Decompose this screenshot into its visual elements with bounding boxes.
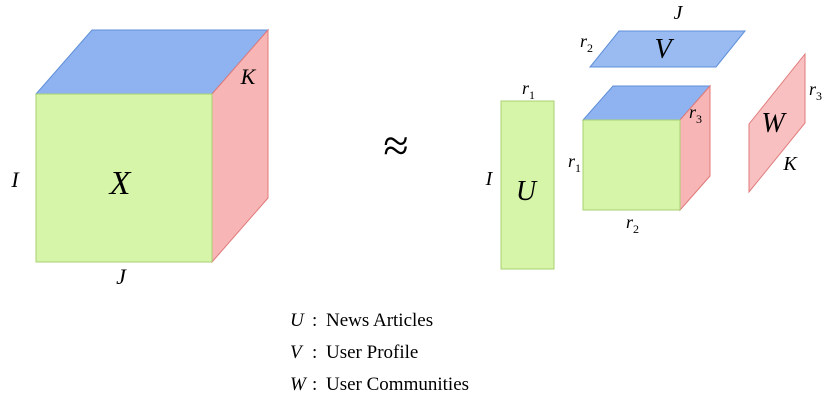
factor-u-cols-base: r [522, 78, 530, 98]
core-front-face [582, 119, 681, 211]
core-right-label: r3 [689, 102, 702, 126]
factor-w-rows-sub: 3 [816, 89, 822, 103]
legend-item: V : User Profile [290, 342, 418, 363]
legend-item-symbol: W [290, 374, 308, 395]
factor-v-shape [588, 30, 747, 68]
legend-item-separator: : [312, 342, 317, 363]
approx-symbol: ≈ [383, 120, 408, 171]
legend-item-separator: : [312, 374, 317, 395]
legend-item-text: User Profile [326, 342, 418, 363]
factor-w-rows-label: r3 [809, 79, 822, 103]
legend-item-symbol: U [290, 310, 305, 331]
factor-u: U I r1 [485, 78, 555, 270]
core-right-base: r [689, 102, 697, 122]
factor-u-label: U [516, 176, 538, 207]
factor-v-rows-base: r [580, 31, 588, 51]
factor-u-rect [500, 100, 555, 270]
factor-v-rows-label: r2 [580, 31, 593, 55]
factor-w-cols-label: K [782, 153, 798, 175]
tensor-x: X I J K [10, 28, 270, 289]
legend-item-separator: : [312, 310, 317, 331]
tensor-x-label: X [108, 165, 132, 202]
factor-v-label: V [654, 34, 674, 65]
core-left-base: r [568, 151, 576, 171]
tensor-x-front-face [35, 93, 213, 263]
factor-w-label: W [761, 108, 787, 139]
legend-item-symbol: V [290, 342, 304, 363]
legend-item-text: News Articles [326, 310, 433, 331]
factor-w: W K r3 [748, 52, 822, 194]
core-bottom-sub: 2 [633, 222, 639, 236]
legend-item: U : News Articles [290, 310, 433, 331]
factor-v-cols-label: J [674, 2, 684, 24]
legend: U : News Articles V : User Profile W : U… [290, 310, 469, 395]
core-right-sub: 3 [696, 112, 702, 126]
tensor-dim-j-label: J [116, 264, 127, 289]
legend-item-text: User Communities [326, 374, 469, 395]
core-left-sub: 1 [575, 161, 581, 175]
factor-u-cols-label: r1 [522, 78, 535, 102]
legend-item: W : User Communities [290, 374, 469, 395]
core-bottom-base: r [626, 212, 634, 232]
core-bottom-label: r2 [626, 212, 639, 236]
factor-w-rows-base: r [809, 79, 817, 99]
factor-w-shape [748, 52, 806, 194]
tensor-dim-i-label: I [10, 167, 20, 192]
core-tensor: r1 r2 r3 [568, 84, 712, 236]
tensor-dim-k-label: K [240, 64, 257, 89]
core-left-label: r1 [568, 151, 581, 175]
factor-v: V J r2 [580, 2, 747, 68]
factor-u-cols-sub: 1 [529, 88, 535, 102]
factor-v-rows-sub: 2 [587, 41, 593, 55]
factor-u-rows-label: I [485, 168, 494, 190]
